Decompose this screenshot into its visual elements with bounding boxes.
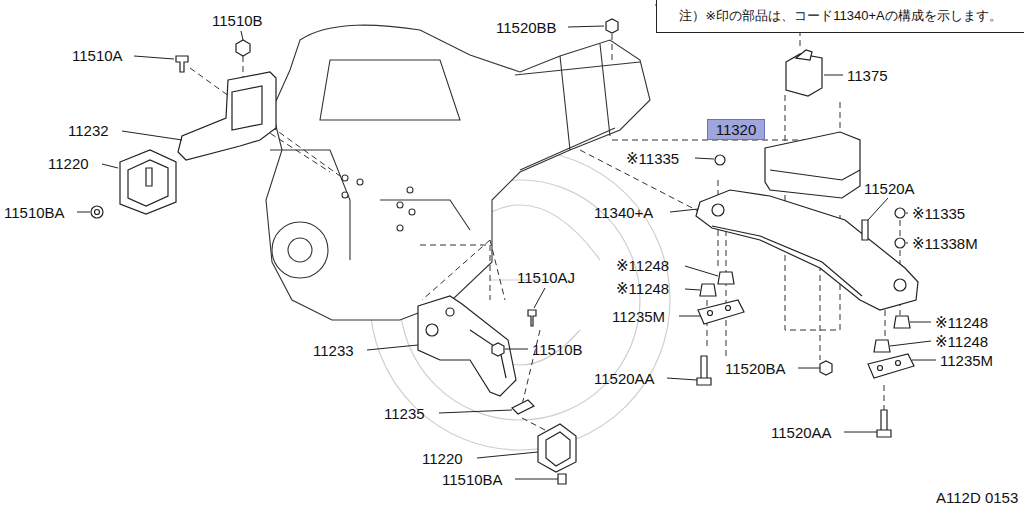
note-text: 注）※印の部品は、コード11340+Aの構成を示します。 [679,7,1001,25]
insulator-11220 [120,150,176,214]
callout-number: 11510BA [442,471,503,488]
callout-number: 11510B [212,12,263,29]
note-box: 注）※印の部品は、コード11340+Aの構成を示します。 [656,0,1024,33]
callout-number: ※11248 [935,333,988,350]
bolt-11510a [176,56,188,72]
callout-number: 11520AA [771,424,832,441]
figure-code: A112D 0153 [936,489,1018,506]
callout-number: 11235 [384,405,425,422]
callout-number: 11220 [422,450,463,467]
parts [91,19,918,484]
bolt-11520aa [697,356,711,385]
callout-number: ※11335 [912,205,965,222]
callout-number: 11375 [847,67,888,84]
engine-outline [266,25,650,320]
bracket-11232 [178,72,276,160]
nut-11520ba [820,361,832,375]
crossmember-11340a [696,190,918,310]
callout-number: 11520A [864,180,915,197]
callout-number: 11340+A [594,204,653,221]
callout-number: 11232 [68,122,109,139]
callout-number: 11520BA [725,360,786,377]
nut-11510b [236,40,250,56]
callout-number: 11520BB [496,19,557,36]
callout-number: 11233 [313,342,354,359]
plate-11235m [698,300,744,324]
bracket-11320 [765,132,860,198]
insulator-11220 [538,424,576,472]
stopper-11375 [786,54,822,96]
bolt-11510aj [528,310,536,326]
bolt-11520a [862,220,868,240]
callout-number: 11510B [532,341,583,358]
callout-number: 11235M [940,352,993,369]
plate-11235 [512,400,534,414]
leader-lines [77,26,936,479]
callout-number: 11510BA [4,204,65,221]
washer-11335 [715,155,725,165]
callout-number: 11220 [48,155,89,172]
washer-11510ba [91,206,103,218]
callout-number: ※11248 [616,280,669,297]
callout-number: ※11248 [616,257,669,274]
callout-number: ※11335 [626,150,679,167]
callout-number: 11520AA [594,370,655,387]
highlight-box: 11320 [707,119,765,140]
bracket-11233 [418,296,516,396]
bolt-11510ba [558,474,566,484]
nut-11520bb [606,19,618,33]
callout-number: 11235M [612,308,665,325]
callout-number: ※11248 [935,314,988,331]
callout-number: 11510AJ [517,269,575,286]
callout-number: 11320 [716,121,757,138]
nut-11510b [492,343,504,356]
callout-number: ※11338M [912,235,978,252]
callout-number: 11510A [72,47,123,64]
